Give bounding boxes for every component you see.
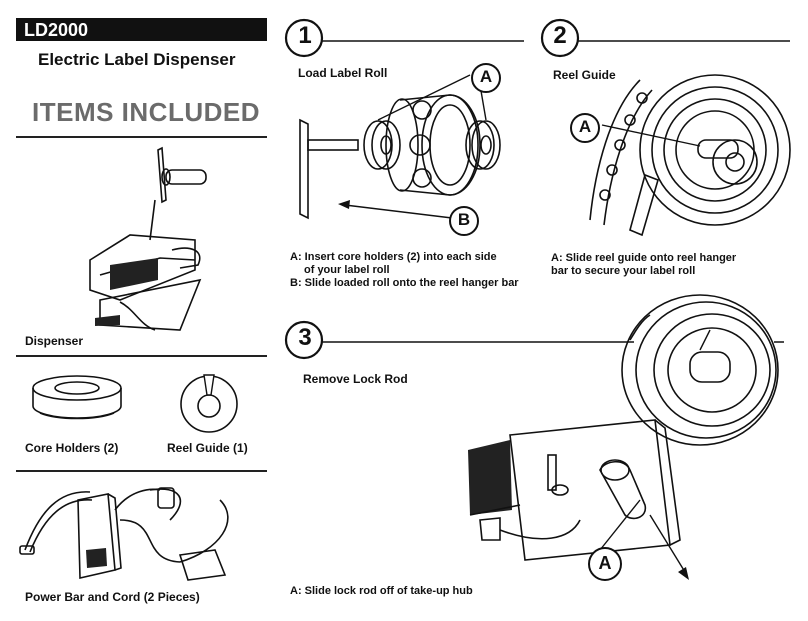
reel-guide-step-illustration	[589, 74, 791, 237]
product-name: Electric Label Dispenser	[38, 50, 236, 69]
step1-instruction-a2: of your label roll	[304, 264, 390, 276]
reel-guide-illustration	[180, 374, 238, 433]
step1-callout-a: A	[479, 67, 493, 86]
model-banner	[16, 18, 267, 41]
power-bar-illustration	[19, 487, 229, 581]
callout-b-circle	[449, 206, 479, 236]
step3-title: Remove Lock Rod	[303, 372, 408, 386]
step1-title: Load Label Roll	[298, 66, 388, 80]
core-holders-label: Core Holders (2)	[25, 441, 119, 455]
remove-lock-rod-illustration	[468, 294, 779, 580]
step3-number-badge	[284, 320, 784, 360]
power-bar-label: Power Bar and Cord (2 Pieces)	[25, 590, 200, 604]
callout-a-circle	[471, 63, 501, 93]
step1-instruction-b: B: Slide loaded roll onto the reel hange…	[290, 277, 519, 289]
step2-number: 2	[553, 22, 567, 49]
core-holders-illustration	[32, 375, 122, 420]
step3-callout-a: A	[598, 553, 612, 573]
step1-callout-b: B	[457, 210, 471, 229]
reel-guide-label: Reel Guide (1)	[167, 441, 248, 455]
label-roll-illustration	[299, 74, 501, 220]
model-number: LD2000	[24, 20, 89, 40]
step3-number: 3	[298, 324, 312, 351]
step1-number: 1	[298, 22, 312, 49]
divider	[16, 470, 267, 472]
callout-a-circle	[588, 547, 622, 581]
divider	[16, 136, 267, 138]
step2-instruction-a: A: Slide reel guide onto reel hanger	[551, 252, 737, 264]
step2-number-badge	[540, 18, 790, 58]
step2-instruction-a2: bar to secure your label roll	[551, 265, 696, 277]
dispenser-label: Dispenser	[25, 334, 84, 348]
step1-number-badge	[284, 18, 524, 58]
divider	[16, 355, 267, 357]
step2-callout-a: A	[578, 117, 592, 136]
callout-a-circle	[570, 113, 600, 143]
step2-title: Reel Guide	[553, 68, 616, 82]
dispenser-illustration	[89, 146, 207, 331]
items-included-title: ITEMS INCLUDED	[32, 97, 260, 127]
step1-instruction-a: A: Insert core holders (2) into each sid…	[290, 251, 497, 263]
step3-instruction-a: A: Slide lock rod off of take-up hub	[290, 585, 473, 597]
